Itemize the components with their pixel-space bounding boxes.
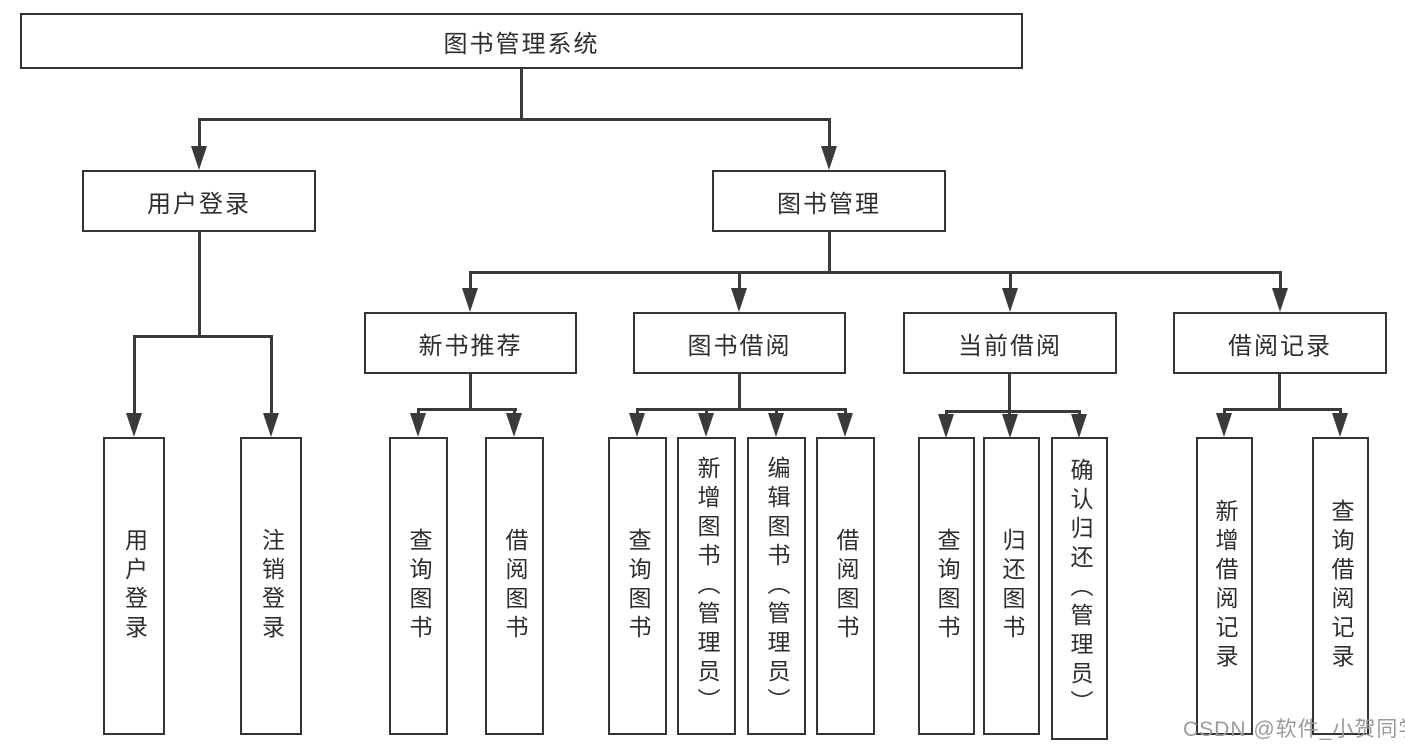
connector-line	[828, 232, 831, 271]
node-label: 用户登录	[121, 528, 148, 644]
node-leaf-query-books-recommend: 查询图书	[389, 437, 448, 735]
node-leaf-add-books-admin: 新增图书（管理员）	[677, 437, 736, 735]
connector-line	[198, 118, 831, 121]
connector-line	[738, 271, 741, 291]
node-book-borrow: 图书借阅	[633, 312, 846, 374]
node-label: 借阅图书	[833, 528, 859, 644]
connector-line	[636, 408, 847, 411]
node-book-management: 图书管理	[712, 170, 946, 232]
node-label: 编辑图书（管理员）	[764, 455, 790, 717]
arrow-down-icon	[506, 413, 522, 437]
node-label: 注销登录	[258, 528, 285, 644]
arrow-down-icon	[126, 413, 142, 437]
node-label: 查询借阅记录	[1328, 499, 1354, 673]
connector-line	[1339, 408, 1342, 416]
connector-line	[1008, 410, 1011, 417]
arrow-down-icon	[1071, 414, 1087, 438]
arrow-down-icon	[629, 413, 645, 437]
arrow-down-icon	[462, 288, 478, 312]
arrow-down-icon	[768, 413, 784, 437]
connector-line	[945, 410, 948, 417]
connector-line	[1279, 271, 1282, 291]
node-label: 图书管理	[777, 190, 881, 218]
connector-line	[198, 232, 201, 335]
node-leaf-borrow-books-recommend: 借阅图书	[485, 437, 544, 735]
connector-line	[417, 408, 420, 416]
connector-line	[133, 335, 136, 413]
node-label: 查询图书	[625, 528, 651, 644]
connector-line	[133, 335, 273, 338]
arrow-down-icon	[1272, 288, 1288, 312]
arrow-down-icon	[1002, 288, 1018, 312]
connector-line	[705, 408, 708, 416]
node-leaf-query-books-current: 查询图书	[918, 437, 975, 735]
arrow-down-icon	[1002, 414, 1018, 438]
connector-line	[945, 410, 1081, 413]
node-label: 新书推荐	[418, 332, 523, 360]
connector-line	[1078, 410, 1081, 417]
connector-line	[270, 335, 273, 413]
connector-line	[1008, 374, 1011, 410]
arrow-down-icon	[837, 413, 853, 437]
node-label: 图书管理系统	[443, 30, 600, 58]
connector-line	[844, 408, 847, 416]
node-leaf-logout: 注销登录	[240, 437, 302, 735]
connector-line	[469, 374, 472, 408]
node-label: 归还图书	[999, 528, 1025, 644]
arrow-down-icon	[410, 413, 426, 437]
arrow-down-icon	[821, 146, 837, 170]
node-leaf-return-books: 归还图书	[983, 437, 1040, 735]
node-leaf-edit-books-admin: 编辑图书（管理员）	[747, 437, 806, 735]
csdn-watermark: CSDN @软件_小贺同学	[1183, 718, 1405, 741]
node-label: 查询图书	[406, 528, 432, 644]
arrow-down-icon	[938, 414, 954, 438]
node-label: 当前借阅	[958, 332, 1062, 360]
node-label: 借阅图书	[502, 528, 528, 644]
node-leaf-query-books-borrow: 查询图书	[608, 437, 667, 735]
node-leaf-query-borrow-record: 查询借阅记录	[1312, 437, 1369, 735]
node-leaf-add-borrow-record: 新增借阅记录	[1196, 437, 1253, 735]
connector-line	[828, 118, 831, 150]
node-label: 查询图书	[934, 528, 960, 644]
node-label: 新增借阅记录	[1212, 499, 1238, 673]
arrow-down-icon	[191, 146, 207, 170]
node-current-borrow: 当前借阅	[903, 312, 1117, 374]
node-borrow-records: 借阅记录	[1173, 312, 1387, 374]
connector-line	[520, 69, 523, 118]
connector-line	[775, 408, 778, 416]
node-leaf-borrow-books: 借阅图书	[816, 437, 875, 735]
node-library-system: 图书管理系统	[20, 13, 1023, 69]
connector-line	[198, 118, 201, 150]
connector-line	[1223, 408, 1342, 411]
node-leaf-confirm-return-admin: 确认归还（管理员）	[1051, 437, 1108, 740]
node-label: 确认归还（管理员）	[1067, 458, 1093, 719]
connector-line	[513, 408, 516, 416]
arrow-down-icon	[263, 413, 279, 437]
node-leaf-user-login: 用户登录	[103, 437, 165, 735]
arrow-down-icon	[1216, 413, 1232, 437]
node-new-book-recommend: 新书推荐	[364, 312, 577, 374]
connector-line	[1223, 408, 1226, 416]
node-user-login: 用户登录	[82, 170, 316, 232]
connector-line	[738, 374, 741, 408]
arrow-down-icon	[731, 288, 747, 312]
node-label: 新增图书（管理员）	[694, 455, 720, 717]
arrow-down-icon	[1332, 413, 1348, 437]
arrow-down-icon	[698, 413, 714, 437]
node-label: 用户登录	[147, 190, 251, 218]
connector-line	[417, 408, 517, 411]
connector-line	[469, 271, 1282, 274]
connector-line	[469, 271, 472, 291]
connector-line	[636, 408, 639, 416]
connector-line	[1278, 374, 1281, 408]
node-label: 图书借阅	[687, 332, 792, 360]
node-label: 借阅记录	[1228, 332, 1332, 360]
connector-line	[1009, 271, 1012, 291]
